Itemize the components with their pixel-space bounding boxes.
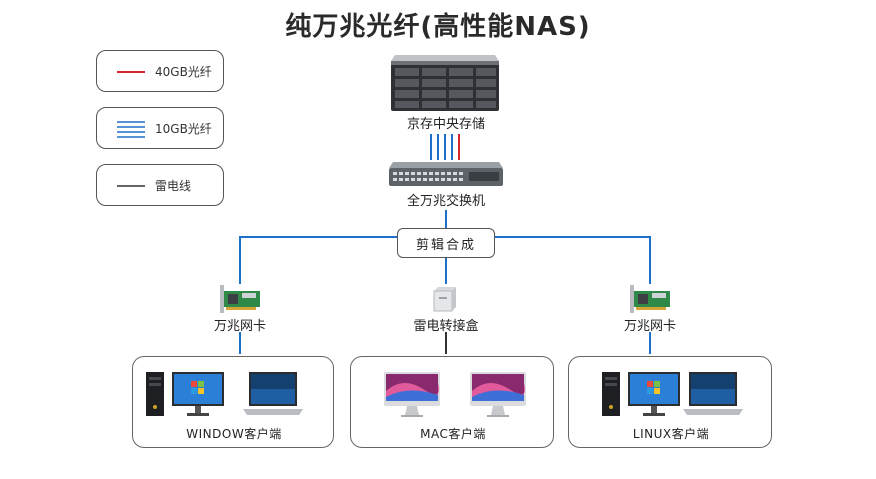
network-card-icon [220, 285, 260, 313]
laptop-icon [243, 372, 303, 415]
network-card-icon [630, 285, 670, 313]
tb-box-label: 雷电转接盒 [413, 319, 479, 334]
storage-label: 京存中央存储 [406, 117, 485, 132]
network-switch-icon [389, 162, 503, 186]
linux-client-box: LINUX客户端 [568, 356, 772, 448]
imac-icon [470, 372, 526, 417]
linux-client-label: LINUX客户端 [632, 427, 710, 441]
imac-icon [384, 372, 440, 417]
editing-hub-box: 剪辑合成 [397, 228, 495, 258]
mac-client-box: MAC客户端 [350, 356, 554, 448]
legend-item-40g: 40GB光纤 [96, 50, 224, 92]
windows-client-label: WINDOW客户端 [186, 427, 282, 441]
monitor-icon [628, 372, 680, 416]
legend-label-40g: 40GB光纤 [155, 65, 212, 79]
nas-server-icon [391, 55, 499, 111]
legend-label-10g: 10GB光纤 [155, 122, 212, 136]
nic-left-label: 万兆网卡 [213, 319, 266, 334]
tower-pc-icon [146, 372, 164, 416]
legend-label-thunderbolt: 雷电线 [155, 179, 192, 193]
tower-pc-icon [602, 372, 620, 416]
blue-lines-icon [117, 121, 145, 138]
monitor-icon [172, 372, 224, 416]
mac-client-label: MAC客户端 [420, 427, 486, 441]
thunderbolt-box-icon [433, 287, 456, 312]
legend-item-thunderbolt: 雷电线 [96, 164, 224, 206]
diagram-title: 纯万兆光纤(高性能NAS) [285, 12, 591, 42]
red-line-icon [117, 71, 145, 73]
windows-client-box: WINDOW客户端 [132, 356, 334, 448]
black-line-icon [117, 185, 145, 187]
legend-item-10g: 10GB光纤 [96, 107, 224, 149]
nic-right-label: 万兆网卡 [623, 319, 676, 334]
switch-label: 全万兆交换机 [406, 194, 485, 209]
laptop-icon [683, 372, 743, 415]
